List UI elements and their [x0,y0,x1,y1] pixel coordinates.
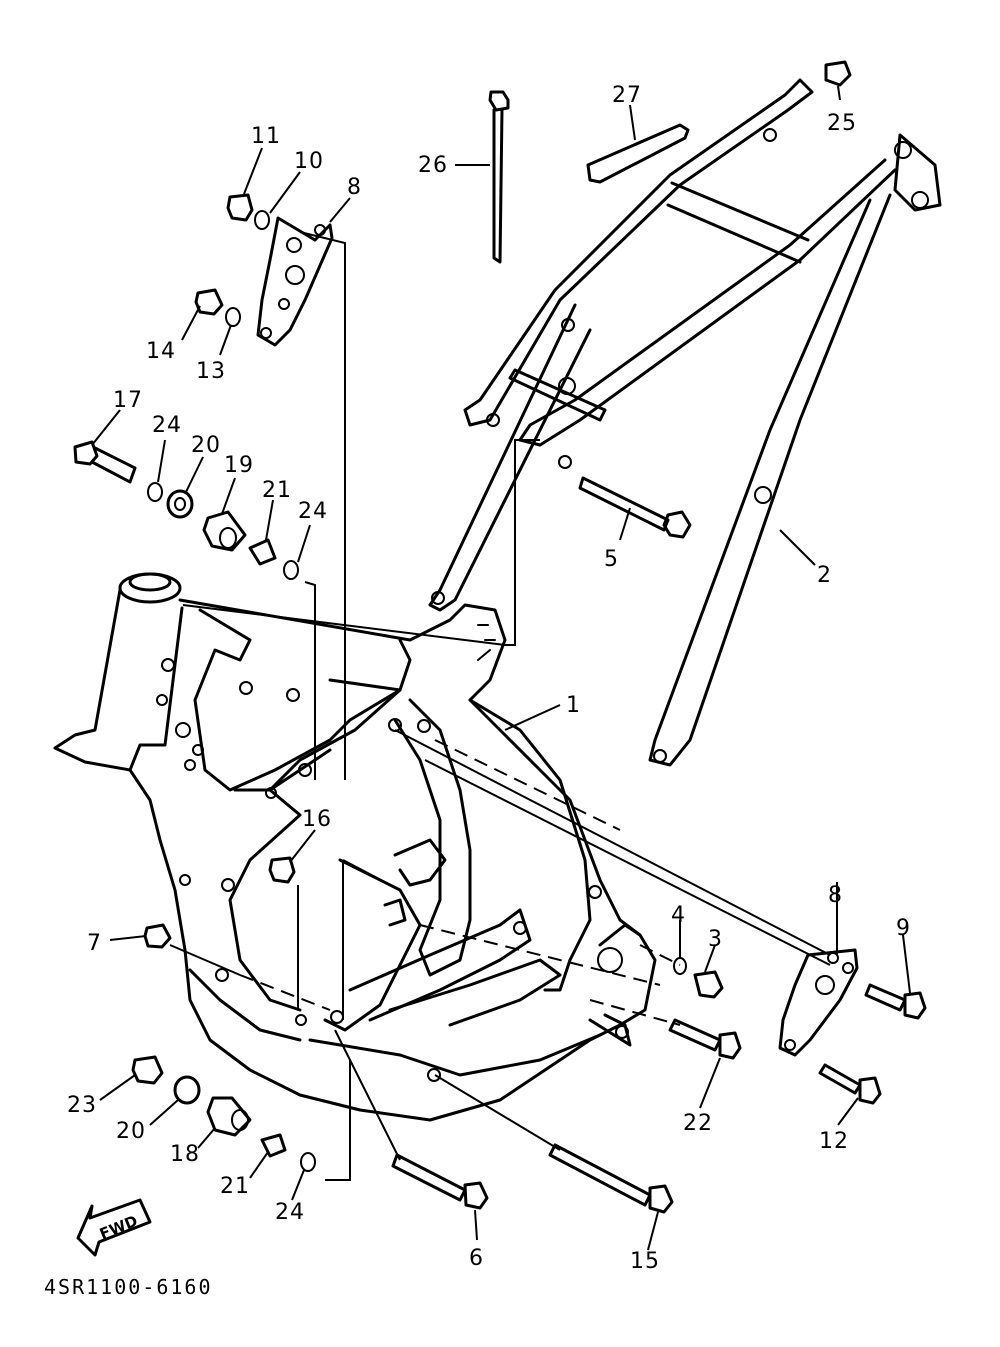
callout-22: 22 [683,1111,713,1136]
callout-12: 12 [819,1129,849,1154]
callout-26: 26 [418,153,448,178]
callout-11: 11 [251,124,281,149]
callout-10: 10 [294,149,324,174]
callout-24-b: 24 [298,499,328,524]
callout-20-upper: 20 [191,433,221,458]
callout-21-upper: 21 [262,478,292,503]
callout-21-lower: 21 [220,1174,250,1199]
fasteners [73,60,927,1214]
callout-7: 7 [87,931,102,956]
callout-6: 6 [469,1246,484,1271]
main-frame [53,572,657,1122]
callout-leaders [91,85,911,1251]
callout-4: 4 [671,903,686,928]
callout-25: 25 [827,111,857,136]
callout-18: 18 [170,1142,200,1167]
callout-23: 23 [67,1093,97,1118]
callout-labels: 1 2 3 4 5 6 7 8 8 9 10 11 12 13 14 15 16… [67,83,911,1274]
callout-17: 17 [113,388,143,413]
callout-13: 13 [196,359,226,384]
callout-9: 9 [896,916,911,941]
callout-27: 27 [612,83,642,108]
callout-14: 14 [146,339,176,364]
rear-subframe [428,78,942,767]
callout-2: 2 [817,563,832,588]
callout-24-c: 24 [275,1200,305,1225]
callout-19: 19 [224,453,254,478]
callout-5: 5 [604,547,619,572]
callout-15: 15 [630,1249,660,1274]
callout-1: 1 [566,693,581,718]
callout-16: 16 [302,807,332,832]
diagram-code: 4SR1100-6160 [44,1275,213,1299]
forward-direction-arrow: FWD [76,1198,152,1257]
callout-20-lower: 20 [116,1119,146,1144]
assembly-lines [169,231,831,1181]
callout-3: 3 [708,927,723,952]
callout-8-upper: 8 [347,175,362,200]
callout-24-a: 24 [152,413,182,438]
fwd-label: FWD [97,1212,140,1243]
callout-8-lower: 8 [828,883,843,908]
